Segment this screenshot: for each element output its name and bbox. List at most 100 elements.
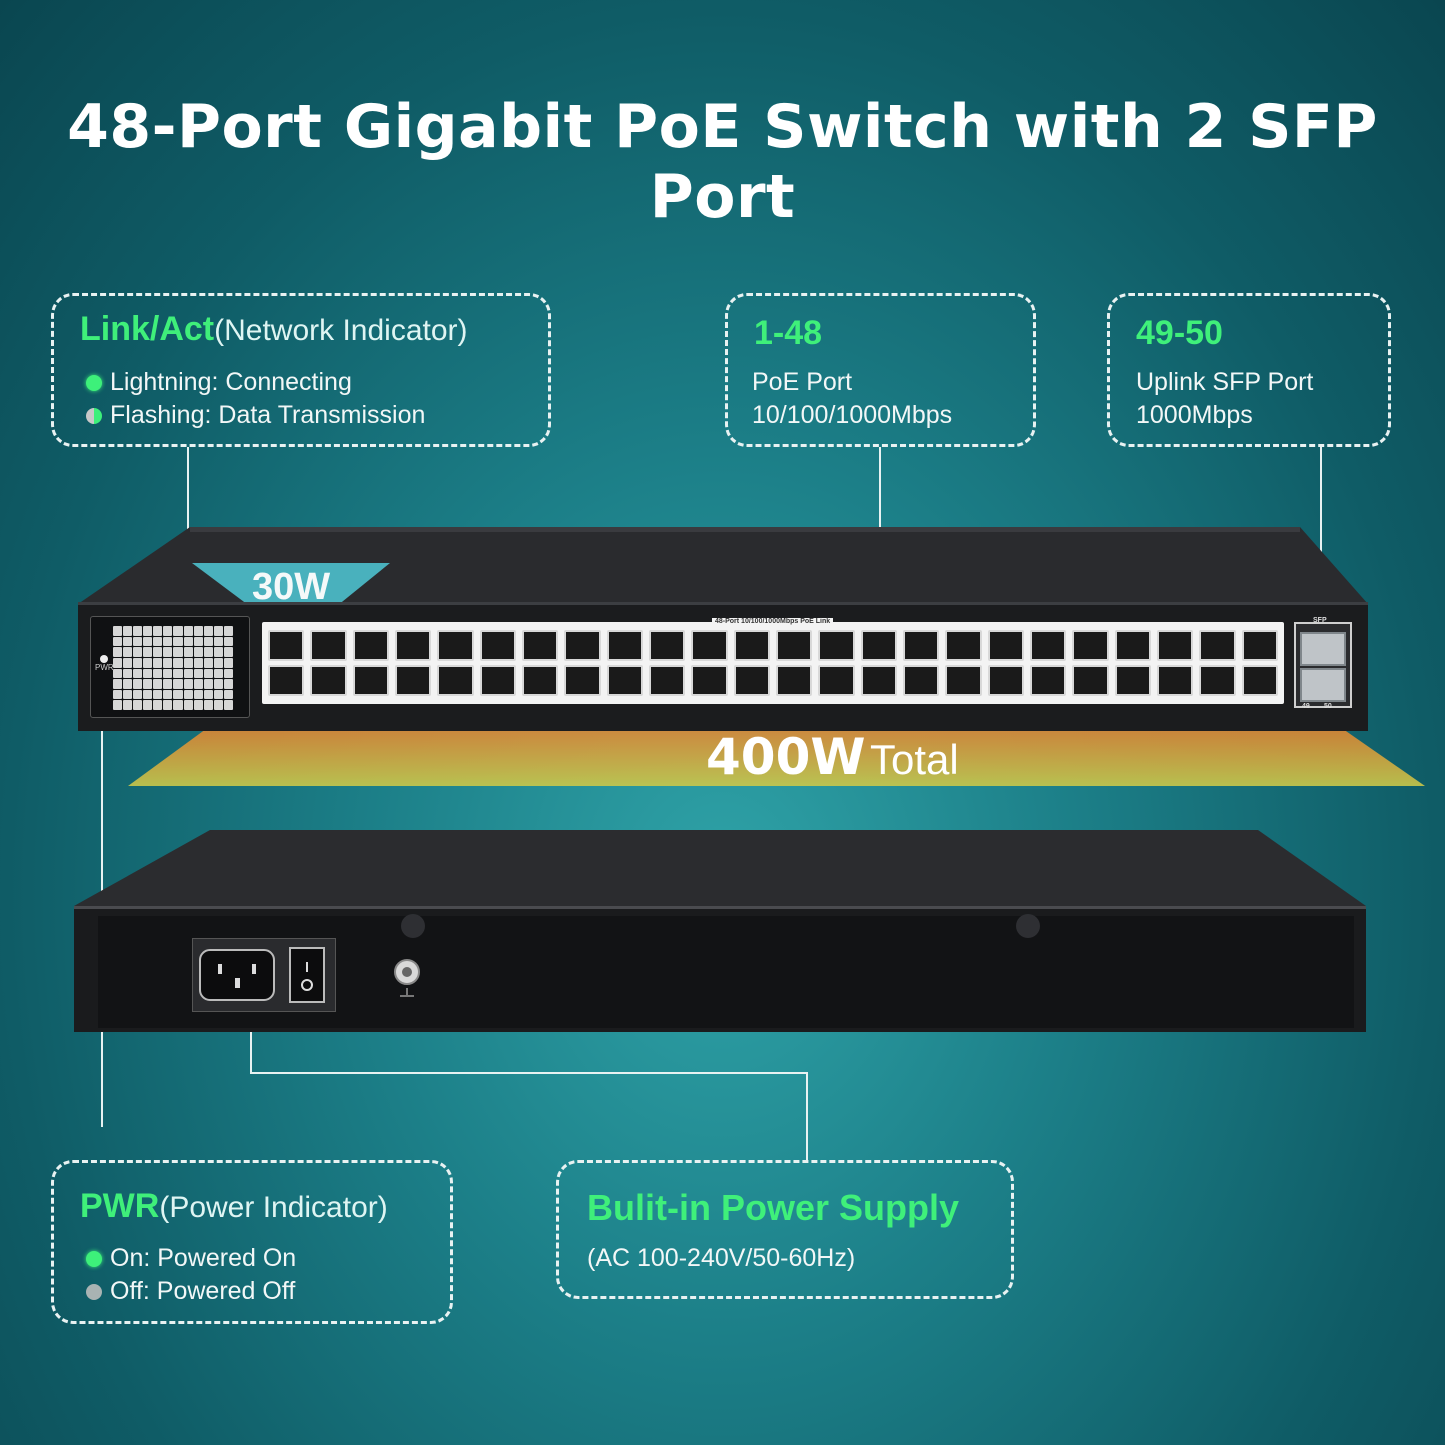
rj45-port[interactable] (606, 665, 643, 696)
pwr-line-2-text: Off: Powered Off (110, 1277, 296, 1305)
rj45-port[interactable] (1029, 630, 1067, 661)
link-act-subtitle: (Network Indicator) (214, 314, 468, 347)
rj45-port[interactable] (1156, 630, 1194, 661)
pwr-led (100, 655, 108, 663)
rj45-port[interactable] (818, 630, 855, 661)
total-power-value: 400W (706, 728, 866, 786)
rj45-port[interactable] (775, 665, 813, 696)
link-act-title: Link/Act (80, 310, 215, 348)
sfp-ports-line-1: Uplink SFP Port (1136, 368, 1314, 396)
rj45-port[interactable] (945, 665, 982, 696)
poe-ports-line-1: PoE Port (752, 368, 853, 396)
link-act-line-1: Lightning: Connecting (86, 366, 352, 399)
pwr-line-2: Off: Powered Off (86, 1275, 295, 1308)
rj45-port[interactable] (648, 630, 686, 661)
total-power-text: Total (869, 736, 959, 783)
rj45-port[interactable] (521, 630, 559, 661)
sfp-leader-line (1320, 447, 1322, 619)
rj45-port[interactable] (945, 630, 982, 661)
rj45-port[interactable] (352, 665, 389, 696)
rj45-port[interactable] (521, 665, 559, 696)
rj45-port[interactable] (310, 665, 347, 696)
sfp-port-49[interactable] (1300, 632, 1346, 666)
rj45-port[interactable] (1072, 630, 1109, 661)
switch-front-body (78, 527, 1425, 786)
green-led-icon (86, 1251, 102, 1267)
rj45-port[interactable] (606, 630, 643, 661)
rj45-port[interactable] (733, 630, 770, 661)
rj45-port[interactable] (1114, 665, 1151, 696)
sfp-ports-callout: 49-50 Uplink SFP Port 1000Mbps (1107, 293, 1391, 447)
rj45-port[interactable] (1199, 665, 1236, 696)
pwr-subtitle: (Power Indicator) (159, 1191, 388, 1224)
link-act-line-1-text: Lightning: Connecting (110, 368, 352, 396)
rj45-port[interactable] (987, 630, 1024, 661)
rj45-port[interactable] (860, 630, 897, 661)
rj45-port[interactable] (860, 665, 897, 696)
rj45-port[interactable] (1241, 630, 1278, 661)
rj45-port[interactable] (437, 630, 474, 661)
rj45-port[interactable] (648, 665, 686, 696)
sfp-ports-heading: 49-50 (1136, 314, 1223, 352)
rj45-port[interactable] (437, 665, 474, 696)
rj45-port[interactable] (564, 665, 601, 696)
rj45-port[interactable] (564, 630, 601, 661)
rj45-port[interactable] (1072, 665, 1109, 696)
power-supply-line-1: (AC 100-240V/50-60Hz) (587, 1244, 856, 1272)
rj45-port[interactable] (1199, 630, 1236, 661)
grey-led-icon (86, 1284, 102, 1300)
rj45-port[interactable] (902, 665, 940, 696)
rj45-port[interactable] (1029, 665, 1067, 696)
rj45-port[interactable] (691, 630, 728, 661)
poe-ports-heading: 1-48 (754, 314, 823, 352)
pwr-label: PWR (95, 663, 114, 672)
sfp-port-50-label: 50 (1324, 703, 1332, 710)
rj45-port[interactable] (691, 665, 728, 696)
total-power-label: 400W Total (706, 728, 959, 786)
poe-ports-callout: 1-48 PoE Port 10/100/1000Mbps (725, 293, 1036, 447)
psu-leader-vertical-2 (806, 1072, 808, 1160)
rj45-port[interactable] (479, 630, 516, 661)
link-act-heading: Link/Act(Network Indicator) (80, 310, 468, 349)
green-led-icon (86, 375, 102, 391)
pwr-line-1: On: Powered On (86, 1242, 296, 1275)
pwr-line-1-text: On: Powered On (110, 1244, 297, 1272)
rj45-port[interactable] (268, 630, 305, 661)
port-led-grid (113, 626, 233, 710)
sfp-port-50[interactable] (1300, 668, 1346, 702)
link-act-line-2: Flashing: Data Transmission (86, 399, 425, 432)
rj45-port[interactable] (818, 665, 855, 696)
poe-port-block (262, 622, 1284, 704)
page-title: 48-Port Gigabit PoE Switch with 2 SFP Po… (67, 92, 1378, 232)
pwr-callout: PWR(Power Indicator) On: Powered On Off:… (51, 1160, 453, 1324)
rj45-port[interactable] (479, 665, 516, 696)
poe-ports-line-2: 10/100/1000Mbps (752, 401, 953, 429)
power-supply-heading: Bulit-in Power Supply (587, 1187, 960, 1228)
pwr-heading: PWR(Power Indicator) (80, 1187, 388, 1226)
sfp-port-49-label: 49 (1302, 703, 1310, 710)
rj45-port[interactable] (733, 665, 770, 696)
power-inlet-icon (192, 938, 336, 1012)
rj45-port[interactable] (268, 665, 305, 696)
power-supply-callout: Bulit-in Power Supply (AC 100-240V/50-60… (556, 1160, 1014, 1299)
rj45-port[interactable] (1114, 630, 1151, 661)
rj45-port[interactable] (775, 630, 813, 661)
rj45-port[interactable] (902, 630, 940, 661)
rj45-port[interactable] (310, 630, 347, 661)
link-act-line-2-text: Flashing: Data Transmission (110, 401, 426, 429)
rj45-port[interactable] (987, 665, 1024, 696)
per-port-power-label: 30W (252, 566, 331, 608)
psu-leader-vertical-1 (250, 1010, 252, 1074)
psu-leader-horizontal (250, 1072, 808, 1074)
rj45-port[interactable] (394, 630, 432, 661)
rj45-port[interactable] (1241, 665, 1278, 696)
ground-screw-icon (394, 959, 420, 997)
pwr-title: PWR (80, 1187, 160, 1225)
sfp-label: SFP (1313, 617, 1327, 624)
link-act-callout: Link/Act(Network Indicator) Lightning: C… (51, 293, 551, 447)
switch-rear-body (74, 830, 1366, 1032)
flashing-led-icon (86, 408, 102, 424)
rj45-port[interactable] (352, 630, 389, 661)
rj45-port[interactable] (1156, 665, 1194, 696)
rj45-port[interactable] (394, 665, 432, 696)
